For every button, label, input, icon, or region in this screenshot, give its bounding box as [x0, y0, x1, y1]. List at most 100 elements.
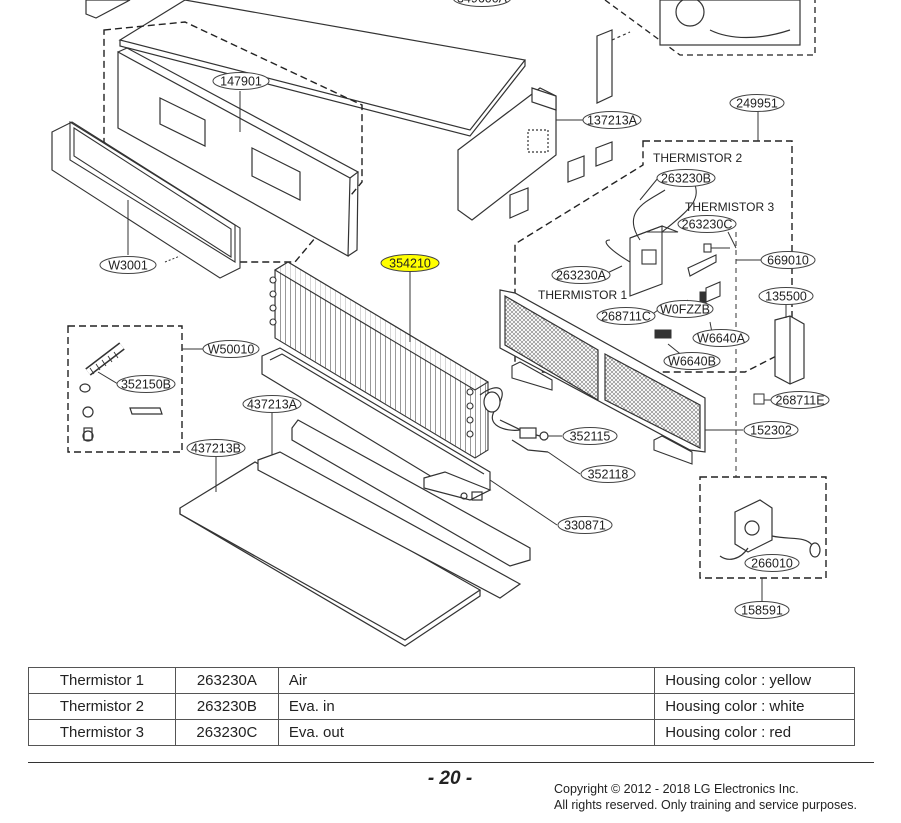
side-cover [774, 315, 805, 385]
accessory-kit-outline [67, 325, 183, 453]
part-number-label: 158591 [741, 604, 783, 618]
small-clip [753, 393, 765, 405]
callout-W50010: W50010 [202, 340, 260, 358]
top-small-parts [596, 29, 631, 104]
callout-oval [656, 300, 714, 318]
callout-158591: 158591 [734, 601, 790, 619]
part-number-label: 669010 [767, 254, 809, 268]
callout-354210: 354210 [380, 254, 440, 272]
part-number-label: 137213A [587, 114, 638, 128]
callout-oval [582, 111, 642, 129]
top-left-bracket [85, 0, 131, 19]
housing-color: Housing color : yellow [654, 667, 855, 694]
part-number-label: W50010 [208, 343, 255, 357]
sensor-location: Eva. out [277, 719, 656, 746]
table-row: Thermistor 2 263230B Eva. in Housing col… [28, 693, 855, 720]
callout-437213B: 437213B [186, 439, 246, 457]
callout-135500: 135500 [758, 287, 814, 305]
housing-color: Housing color : white [654, 693, 855, 720]
callout-oval [760, 251, 816, 269]
table-row: Thermistor 1 263230A Air Housing color :… [28, 667, 855, 694]
part-number-label: 135500 [765, 290, 807, 304]
callout-268711C: 268711C [596, 307, 656, 325]
copyright-line-2: All rights reserved. Only training and s… [554, 798, 857, 812]
drain-hose [85, 342, 125, 376]
callout-oval [729, 94, 785, 112]
leader-lines [97, 91, 787, 602]
part-number-label: W0FZZB [660, 303, 710, 317]
callout-352150B: 352150B [116, 375, 176, 393]
callout-oval [692, 329, 750, 347]
part-number-label: 349600A [457, 0, 508, 6]
blower-region-outline [604, 0, 816, 56]
sensor-location: Eva. in [277, 693, 656, 720]
callout-oval [743, 421, 799, 439]
part-number-label: W3001 [108, 259, 148, 273]
screw-669010 [703, 243, 730, 253]
exploded-parts-diagram: 349600A 147901 137213A 249951 263230B 263230C… [51, 0, 830, 647]
callout-oval [734, 601, 790, 619]
page-number: - 20 - [427, 768, 473, 789]
callout-oval [557, 516, 613, 534]
callout-oval [212, 72, 270, 90]
callout-152302: 152302 [743, 421, 799, 439]
callout-oval [380, 254, 440, 272]
float-switch-group-outline [699, 476, 827, 579]
part-number-label: 266010 [751, 557, 793, 571]
callout-oval [744, 554, 800, 572]
callout-oval [116, 375, 176, 393]
evaporator-coil [269, 261, 490, 459]
callout-268711E: 268711E [770, 391, 830, 409]
housing-color: Housing color : red [654, 719, 855, 746]
callout-oval [656, 169, 716, 187]
thermistor-3-label: THERMISTOR 3 [685, 200, 774, 214]
bottom-panel-437213A [257, 419, 531, 599]
footer-divider [28, 762, 874, 763]
table-row: Thermistor 3 263230C Eva. out Housing co… [28, 719, 855, 746]
part-number-label: 437213A [247, 398, 298, 412]
front-panel [117, 47, 360, 258]
grille-brackets [511, 361, 693, 465]
side-bracket [457, 87, 613, 221]
thermistor-name: Thermistor 1 [28, 667, 176, 694]
part-number-label: 152302 [750, 424, 792, 438]
float-switch [719, 499, 821, 560]
callout-352118: 352118 [580, 465, 636, 483]
part-number-label: 352118 [588, 468, 629, 482]
part-number-label: 437213B [191, 442, 241, 456]
thermistor-name: Thermistor 3 [28, 719, 176, 746]
thermistor-table: Thermistor 1 263230A Air Housing color :… [28, 667, 855, 746]
expansion-valve-piping [479, 387, 549, 453]
callout-oval [99, 256, 157, 274]
part-number: 263230B [174, 693, 279, 720]
sensor-location: Air [277, 667, 656, 694]
part-number-label: 263230C [682, 218, 733, 232]
callout-263230B: 263230B [656, 169, 716, 187]
callout-oval [758, 287, 814, 305]
callout-349600A: 349600A [453, 0, 511, 7]
callout-263230A: 263230A [551, 266, 611, 284]
callout-oval [202, 340, 260, 358]
callout-330871: 330871 [557, 516, 613, 534]
part-number-label: W6640A [697, 332, 746, 346]
callout-263230C: 263230C [677, 215, 737, 233]
callout-oval [580, 465, 636, 483]
part-number-label: 147901 [220, 75, 262, 89]
part-number-label: 352150B [121, 378, 171, 392]
callout-oval [551, 266, 611, 284]
part-number-label: 354210 [389, 257, 431, 271]
callout-oval [663, 352, 721, 370]
callout-266010: 266010 [744, 554, 800, 572]
callout-437213A: 437213A [242, 395, 302, 413]
callout-oval [770, 391, 830, 409]
part-number-label: 249951 [736, 97, 778, 111]
duct-flange [51, 121, 241, 279]
control-box [605, 184, 721, 303]
callout-669010: 669010 [760, 251, 816, 269]
part-number-label: 268711C [601, 310, 651, 324]
part-callouts: 349600A 147901 137213A 249951 263230B 263230C… [99, 0, 830, 619]
part-number: 263230A [174, 667, 279, 694]
air-filter-grille [499, 289, 706, 453]
drain-pan [261, 347, 492, 501]
part-number-label: 352115 [570, 430, 611, 444]
